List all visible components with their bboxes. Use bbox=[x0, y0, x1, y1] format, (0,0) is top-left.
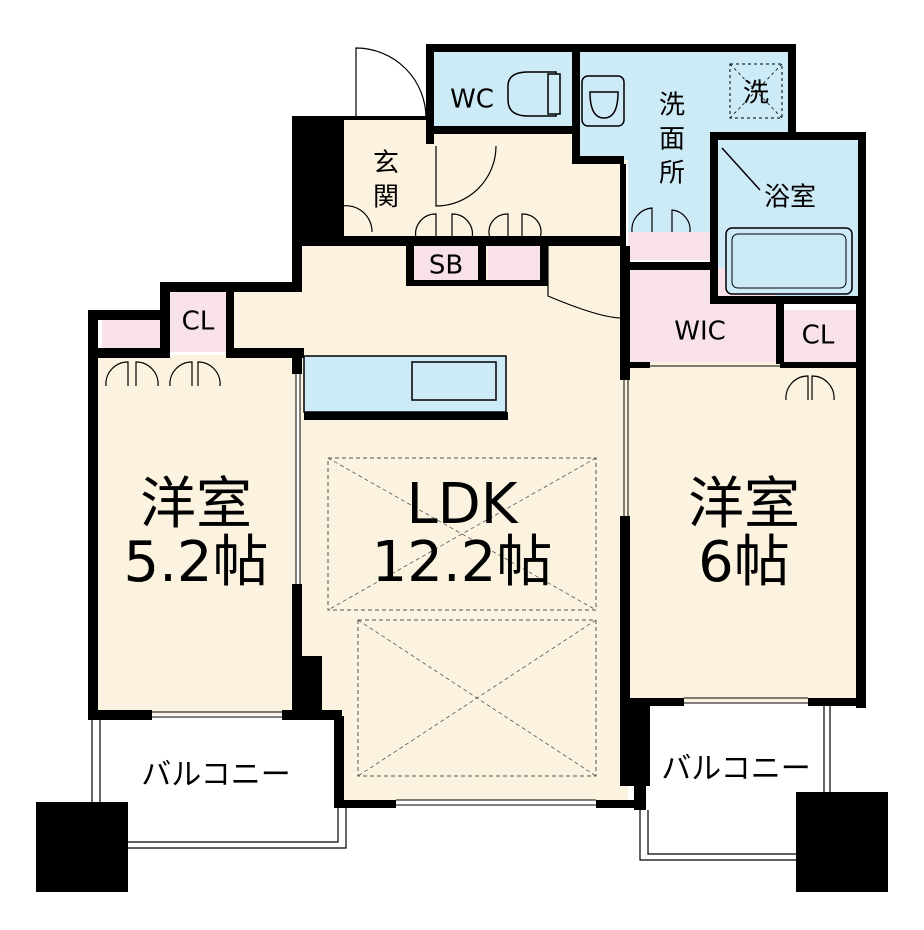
ceiling-box-upper-diag-2 bbox=[327, 457, 597, 611]
label-balcony-right: バルコニー bbox=[661, 752, 810, 787]
ldk-door-swing bbox=[547, 246, 623, 319]
balcony-right-bottom bbox=[639, 810, 796, 861]
label-washroom-3: 所 bbox=[659, 159, 685, 189]
sliding-doors bbox=[150, 365, 808, 806]
balcony-left-bottom-2 bbox=[128, 808, 339, 843]
western-left-floor bbox=[96, 355, 296, 715]
washer-space-icon bbox=[729, 63, 783, 119]
shoe-door-2 bbox=[451, 213, 473, 239]
fixtures bbox=[507, 63, 853, 295]
shoe-door-1 bbox=[415, 213, 437, 239]
label-cl-left: CL bbox=[182, 307, 215, 337]
entrance-door-swing bbox=[355, 47, 427, 119]
label-entrance-1: 玄 bbox=[373, 149, 399, 179]
column-left bbox=[36, 802, 128, 892]
kitchen-base bbox=[304, 412, 508, 420]
cl-left-small bbox=[102, 318, 160, 352]
bathtub-inner bbox=[731, 233, 847, 289]
cl-left-door-4 bbox=[197, 361, 221, 387]
label-sb: SB bbox=[429, 251, 463, 281]
ceiling-box-lower-diag-2 bbox=[357, 619, 597, 777]
labels: WC 洗 洗 面 所 浴室 玄 関 SB CL WIC CL 洋室 5.2帖 L… bbox=[123, 79, 834, 793]
label-bath: 浴室 bbox=[764, 183, 816, 213]
column-right bbox=[796, 792, 888, 892]
storage-small bbox=[488, 240, 544, 280]
label-ldk-size: 12.2帖 bbox=[372, 530, 553, 595]
storage-door-2 bbox=[521, 213, 542, 239]
washroom-door-1 bbox=[631, 207, 653, 233]
label-entrance-2: 関 bbox=[373, 183, 399, 213]
walls bbox=[36, 44, 888, 892]
floor-fills bbox=[96, 50, 860, 800]
label-washer: 洗 bbox=[743, 79, 769, 109]
corridor-door-swing bbox=[435, 145, 497, 207]
label-western-right-name: 洋室 bbox=[688, 472, 800, 537]
washer-diag-2 bbox=[729, 63, 783, 119]
cl-left-floor bbox=[168, 290, 226, 352]
label-wc: WC bbox=[450, 85, 494, 115]
cl-left-door-3 bbox=[169, 361, 193, 387]
kitchen bbox=[303, 355, 508, 420]
cl-right-door-1 bbox=[785, 375, 809, 401]
cl-right-door-2 bbox=[811, 375, 835, 401]
balconies bbox=[91, 702, 831, 861]
label-western-left-size: 5.2帖 bbox=[123, 530, 268, 595]
sb-floor bbox=[414, 246, 478, 280]
ceiling-box-upper bbox=[327, 457, 597, 611]
cl-left-door-2 bbox=[135, 361, 159, 387]
label-western-right-size: 6帖 bbox=[698, 530, 790, 595]
entrance-sb-door bbox=[341, 205, 373, 233]
label-washroom-2: 面 bbox=[659, 125, 685, 155]
ldk-ceiling-marks bbox=[327, 457, 597, 777]
storage-door-1 bbox=[488, 213, 509, 239]
label-western-left-name: 洋室 bbox=[140, 472, 252, 537]
kitchen-sink bbox=[411, 361, 497, 401]
wash-basin-bowl-icon bbox=[589, 91, 619, 119]
cl-left-door-1 bbox=[105, 361, 129, 387]
western-right-floor bbox=[628, 362, 860, 702]
storage-hall bbox=[628, 232, 716, 260]
label-balcony-left: バルコニー bbox=[141, 758, 290, 793]
label-washroom-1: 洗 bbox=[659, 91, 685, 121]
bath-door-line bbox=[721, 147, 761, 191]
cl-right-floor bbox=[782, 310, 856, 362]
toilet-bowl-icon bbox=[507, 71, 557, 117]
bathtub bbox=[725, 227, 853, 295]
label-cl-right: CL bbox=[802, 321, 835, 351]
washroom-floor bbox=[578, 50, 790, 232]
washroom-door-2 bbox=[671, 209, 691, 233]
toilet-tank-icon bbox=[547, 73, 561, 115]
balcony-left-bottom bbox=[128, 808, 347, 849]
balcony-right-bottom-2 bbox=[647, 810, 796, 855]
label-ldk-name: LDK bbox=[406, 472, 518, 537]
doors bbox=[105, 47, 835, 401]
ceiling-box-lower bbox=[357, 619, 597, 777]
label-wic: WIC bbox=[674, 317, 726, 347]
